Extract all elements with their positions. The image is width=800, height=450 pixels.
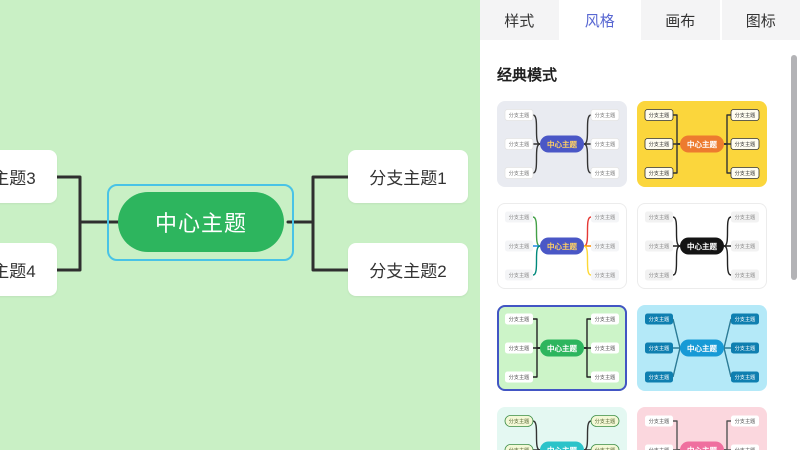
svg-text:分支主题: 分支主题 — [735, 213, 756, 221]
theme-thumbnail-grid: 分支主题分支主题分支主题分支主题分支主题分支主题中心主题分支主题分支主题分支主题… — [497, 101, 800, 450]
svg-text:分支主题: 分支主题 — [649, 417, 670, 425]
svg-text:分支主题: 分支主题 — [735, 169, 756, 177]
section-title: 经典模式 — [497, 67, 558, 84]
theme-thumbnail-classic-gray[interactable]: 分支主题分支主题分支主题分支主题分支主题分支主题中心主题 — [497, 101, 627, 187]
svg-text:分支主题: 分支主题 — [509, 242, 530, 250]
svg-text:分支主题: 分支主题 — [509, 169, 530, 177]
tab-theme[interactable]: 风格 — [560, 0, 639, 40]
svg-text:中心主题: 中心主题 — [547, 139, 577, 149]
svg-text:中心主题: 中心主题 — [687, 343, 717, 353]
theme-thumbnail-classic-blue[interactable]: 分支主题分支主题分支主题分支主题分支主题分支主题中心主题 — [637, 305, 767, 391]
svg-text:分支主题: 分支主题 — [649, 169, 670, 177]
svg-text:分支主题: 分支主题 — [509, 373, 530, 381]
svg-text:分支主题: 分支主题 — [649, 373, 670, 381]
svg-text:分支主题: 分支主题 — [595, 344, 616, 352]
theme-thumbnail-classic-green[interactable]: 分支主题分支主题分支主题分支主题分支主题分支主题中心主题 — [497, 305, 627, 391]
svg-text:分支主题: 分支主题 — [595, 213, 616, 221]
mindmap-canvas[interactable]: 中心主题 分支主题1 分支主题2 分支主题3 分支主题4 — [0, 0, 480, 450]
theme-panel-body: 经典模式 分支主题分支主题分支主题分支主题分支主题分支主题中心主题分支主题分支主… — [480, 40, 800, 450]
tab-icon[interactable]: 图标 — [721, 0, 800, 40]
svg-text:分支主题: 分支主题 — [509, 344, 530, 352]
svg-text:分支主题: 分支主题 — [735, 417, 756, 425]
svg-text:分支主题: 分支主题 — [735, 344, 756, 352]
style-panel: 样式 风格 画布 图标 经典模式 分支主题分支主题分支主题分支主题分支主题分支主… — [480, 0, 800, 450]
svg-text:分支主题: 分支主题 — [735, 373, 756, 381]
branch-node-3-label: 分支主题3 — [0, 169, 36, 188]
svg-text:中心主题: 中心主题 — [547, 241, 577, 251]
svg-text:分支主题: 分支主题 — [595, 417, 616, 425]
svg-text:分支主题: 分支主题 — [649, 315, 670, 323]
svg-text:分支主题: 分支主题 — [735, 271, 756, 279]
svg-text:分支主题: 分支主题 — [595, 446, 616, 450]
theme-thumbnail-classic-yellow[interactable]: 分支主题分支主题分支主题分支主题分支主题分支主题中心主题 — [637, 101, 767, 187]
branch-node-3[interactable]: 分支主题3 — [0, 150, 57, 203]
svg-text:分支主题: 分支主题 — [735, 140, 756, 148]
theme-preview: 分支主题分支主题分支主题分支主题分支主题分支主题中心主题 — [504, 109, 620, 179]
panel-tabbar: 样式 风格 画布 图标 — [480, 0, 800, 40]
svg-text:中心主题: 中心主题 — [687, 241, 717, 251]
svg-text:分支主题: 分支主题 — [595, 140, 616, 148]
svg-text:分支主题: 分支主题 — [595, 271, 616, 279]
svg-text:分支主题: 分支主题 — [649, 446, 670, 450]
svg-text:分支主题: 分支主题 — [595, 373, 616, 381]
theme-thumbnail-classic-black[interactable]: 分支主题分支主题分支主题分支主题分支主题分支主题中心主题 — [637, 203, 767, 289]
svg-text:分支主题: 分支主题 — [649, 344, 670, 352]
svg-text:分支主题: 分支主题 — [509, 446, 530, 450]
svg-text:分支主题: 分支主题 — [509, 417, 530, 425]
central-topic-label: 中心主题 — [154, 211, 247, 236]
svg-text:分支主题: 分支主题 — [735, 446, 756, 450]
svg-text:中心主题: 中心主题 — [547, 445, 577, 450]
svg-text:分支主题: 分支主题 — [509, 315, 530, 323]
svg-text:分支主题: 分支主题 — [735, 315, 756, 323]
branch-node-4[interactable]: 分支主题4 — [0, 243, 57, 296]
theme-preview: 分支主题分支主题分支主题分支主题分支主题分支主题中心主题 — [645, 211, 759, 281]
svg-text:分支主题: 分支主题 — [649, 140, 670, 148]
svg-text:分支主题: 分支主题 — [595, 315, 616, 323]
svg-text:分支主题: 分支主题 — [735, 242, 756, 250]
tab-style[interactable]: 样式 — [480, 0, 559, 40]
svg-text:分支主题: 分支主题 — [649, 213, 670, 221]
svg-text:分支主题: 分支主题 — [509, 213, 530, 221]
svg-text:中心主题: 中心主题 — [687, 139, 717, 149]
theme-preview: 分支主题分支主题分支主题分支主题分支主题分支主题中心主题 — [505, 211, 619, 281]
central-node-selection-outline — [107, 184, 294, 261]
svg-text:分支主题: 分支主题 — [649, 111, 670, 119]
svg-text:分支主题: 分支主题 — [509, 271, 530, 279]
panel-scrollbar[interactable] — [791, 55, 797, 280]
central-topic-node[interactable]: 中心主题 — [118, 192, 284, 252]
svg-text:分支主题: 分支主题 — [595, 242, 616, 250]
branch-node-2-label: 分支主题2 — [369, 262, 447, 281]
theme-preview: 分支主题分支主题分支主题分支主题分支主题分支主题中心主题 — [645, 313, 759, 383]
theme-preview: 分支主题分支主题分支主题分支主题分支主题分支主题中心主题 — [644, 109, 760, 179]
svg-text:分支主题: 分支主题 — [735, 111, 756, 119]
branch-node-1-label: 分支主题1 — [369, 169, 447, 188]
svg-text:分支主题: 分支主题 — [649, 242, 670, 250]
theme-preview: 分支主题分支主题分支主题分支主题分支主题分支主题中心主题 — [505, 313, 619, 383]
svg-text:分支主题: 分支主题 — [649, 271, 670, 279]
theme-thumbnail-classic-white[interactable]: 分支主题分支主题分支主题分支主题分支主题分支主题中心主题 — [497, 203, 627, 289]
svg-text:分支主题: 分支主题 — [509, 140, 530, 148]
svg-text:分支主题: 分支主题 — [509, 111, 530, 119]
svg-text:中心主题: 中心主题 — [547, 343, 577, 353]
branch-node-4-label: 分支主题4 — [0, 262, 36, 281]
branch-node-1[interactable]: 分支主题1 — [348, 150, 468, 203]
svg-text:分支主题: 分支主题 — [595, 111, 616, 119]
svg-text:分支主题: 分支主题 — [595, 169, 616, 177]
svg-text:中心主题: 中心主题 — [687, 445, 717, 450]
branch-node-2[interactable]: 分支主题2 — [348, 243, 468, 296]
tab-canvas[interactable]: 画布 — [641, 0, 720, 40]
